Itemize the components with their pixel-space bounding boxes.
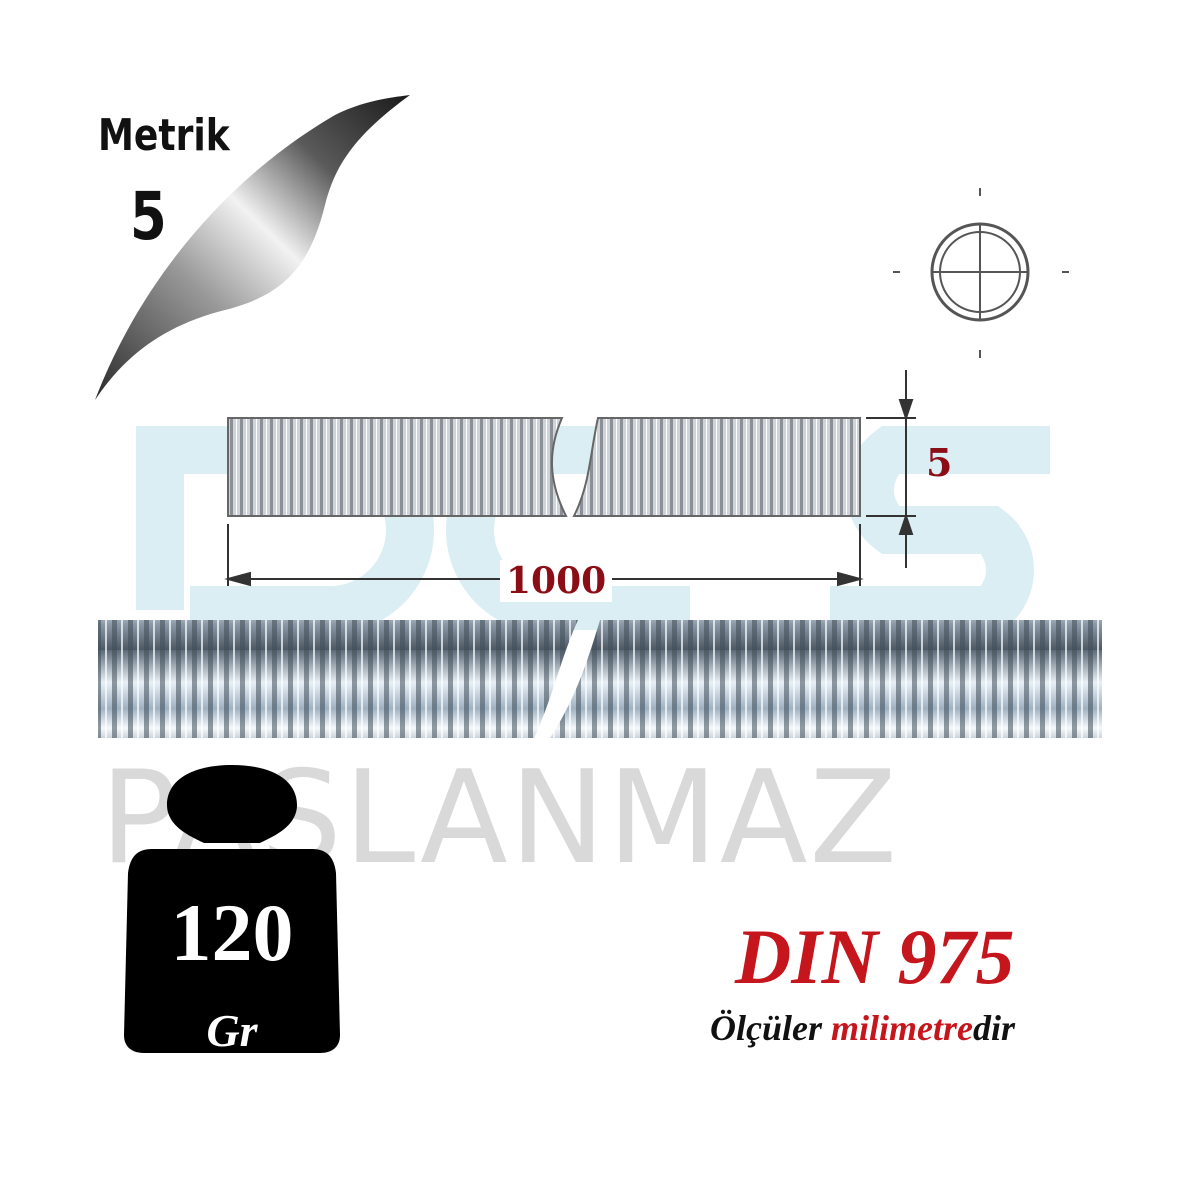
weight-value: 120 xyxy=(170,887,294,978)
metric-size: 5 xyxy=(130,178,167,255)
rod-drawing xyxy=(227,417,861,517)
metric-label: Metrik xyxy=(98,110,230,161)
length-label: 1000 xyxy=(500,560,613,602)
standard-label: DIN 975 xyxy=(735,913,1015,1000)
units-note-highlight: milimetre xyxy=(831,1008,973,1048)
page-curl-icon xyxy=(95,95,410,400)
threaded-rod-image xyxy=(98,620,1102,738)
units-note-part1: Ölçüler xyxy=(710,1008,831,1048)
units-note-part2: dir xyxy=(972,1008,1015,1048)
weight-unit: Gr xyxy=(206,1005,258,1056)
units-note: Ölçüler milimetredir xyxy=(710,1010,1015,1046)
diameter-label: 5 xyxy=(926,440,953,485)
weight-icon xyxy=(124,765,340,1053)
cross-section-icon xyxy=(893,188,1069,358)
diameter-dimension-lines xyxy=(866,370,916,568)
